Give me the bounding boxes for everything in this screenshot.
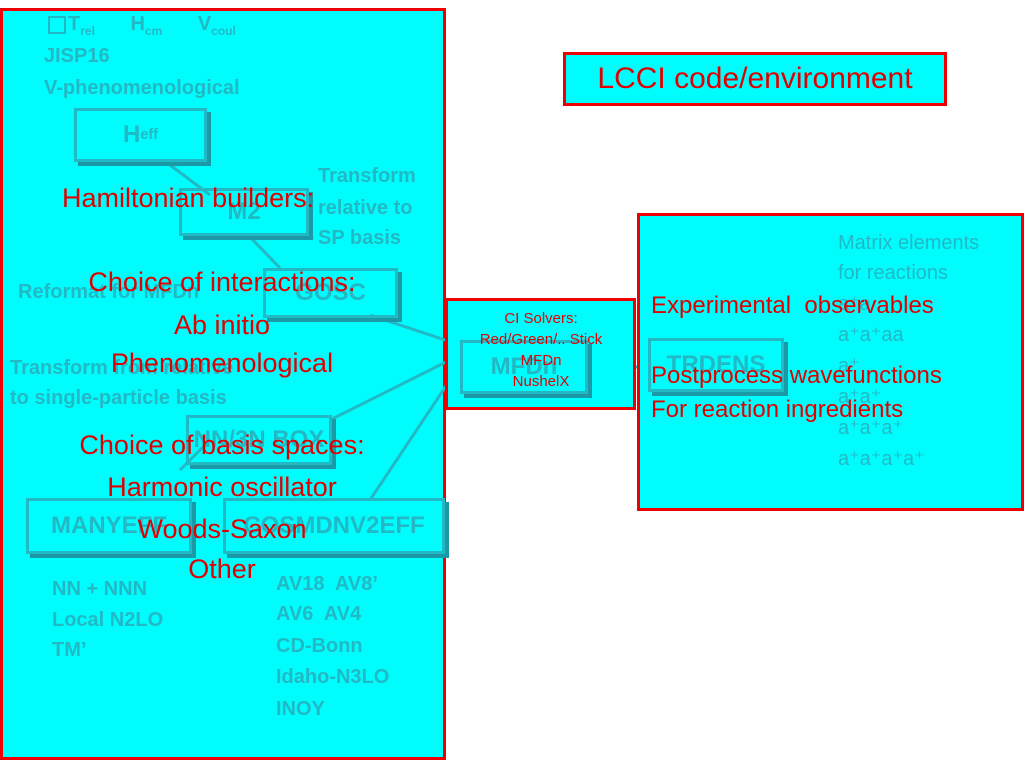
ab-initio-label: Ab initio [173,310,271,340]
experimental-observables-label: Experimental observables [651,292,934,319]
manyeff-box: MANYEFF [26,498,192,554]
title-text: LCCI code/environment [597,62,913,95]
nn-3n-label: NN/3N BOX [193,426,325,453]
operator-aplus-aplus-aplus: a⁺a⁺a⁺ [838,417,904,439]
hamiltonian-builders-label: Hamiltonian builders: [62,183,315,213]
interaction-av6-av4: AV6 AV4 [276,603,362,625]
trdens-box: TRDENS [648,338,784,392]
interaction-local-n2lo: Local N2LO [52,609,164,631]
reformat-label: Reformat for MFDn [18,281,200,303]
manyeff-label: MANYEFF [51,512,167,539]
mfdn-box: MFDn [460,340,588,394]
ci-solvers-title: CI Solvers: [504,310,578,327]
operator-aplus-aplus-a-a: a⁺a⁺aa [838,324,904,346]
woods-saxon-label: Woods-Saxon [137,514,307,544]
top-operator-labels: Trel Hcm Vcoul [48,12,236,43]
interaction-inoy: INOY [276,698,325,720]
left-panel [0,8,446,760]
m2-box: M2 [179,188,309,236]
gosc-box: GOSC [263,268,398,318]
matrix-elements-line-1: Matrix elements [838,232,980,254]
ci-solvers-stick: Red/Green/.. Stick [479,331,603,348]
title-box: LCCI code/environment [563,52,947,106]
operator-aplus-aplus: a⁺a⁺ [838,386,882,408]
nn-3n-box: NN/3N BOX [186,415,332,465]
reaction-ingredients-label: For reaction ingredients [651,396,904,423]
transform-relative-line-3: SP basis [318,227,402,249]
gosc-label: GOSC [295,279,366,306]
interaction-idaho-n3lo: Idaho-N3LO [276,666,390,688]
cosmdnv2eff-label: COSMDNV2EFF [243,512,425,539]
heff-label: H [123,121,141,148]
choice-of-interactions-title: Choice of interactions: [88,267,356,297]
ci-solvers-text: CI Solvers: Red/Green/.. Stick MFDn Nush… [448,308,634,392]
potential-jisp16: JISP16 [44,45,110,67]
interaction-cd-bonn: CD-Bonn [276,635,363,657]
operator-aplus-x4: a⁺a⁺a⁺a⁺ [838,448,925,470]
m2-label: M2 [227,198,261,225]
right-panel [637,213,1024,511]
postprocess-wavefunctions-label: Postprocess wavefunctions [651,362,942,389]
vcoul-label: V [197,13,212,35]
checkbox-icon [48,15,66,34]
potential-v-phenomenological: V-phenomenological [44,77,240,99]
transform-from-relative-line-2: to single-particle basis [10,387,227,409]
interaction-av18-av8: AV18 AV8’ [276,573,378,595]
choice-of-basis-title: Choice of basis spaces: [79,430,365,460]
trel-label: T [68,13,81,35]
ci-solvers-nushelx: NushelX [512,373,570,390]
harmonic-oscillator-label: Harmonic oscillator [107,472,337,502]
other-label: Other [188,554,256,584]
interaction-tm: TM’ [52,639,87,661]
transform-relative-line-1: Transform [318,165,416,187]
transform-from-relative-line-1: Transform from relative [10,357,234,379]
mfdn-label: MFDn [490,353,558,380]
phenomenological-label: Phenomenological [110,348,334,378]
matrix-elements-line-2: for reactions [838,262,949,284]
operator-aplus-a: a⁺a [838,293,871,315]
operator-aplus: a⁺ [838,355,860,377]
ci-solvers-mfdn: MFDn [520,352,562,369]
hcm-label: H [130,13,145,35]
trdens-label: TRDENS [666,351,766,378]
cosmdnv2eff-box: COSMDNV2EFF [223,498,445,554]
interaction-nn-nnn: NN + NNN [52,578,148,600]
transform-relative-line-2: relative to [318,197,413,219]
